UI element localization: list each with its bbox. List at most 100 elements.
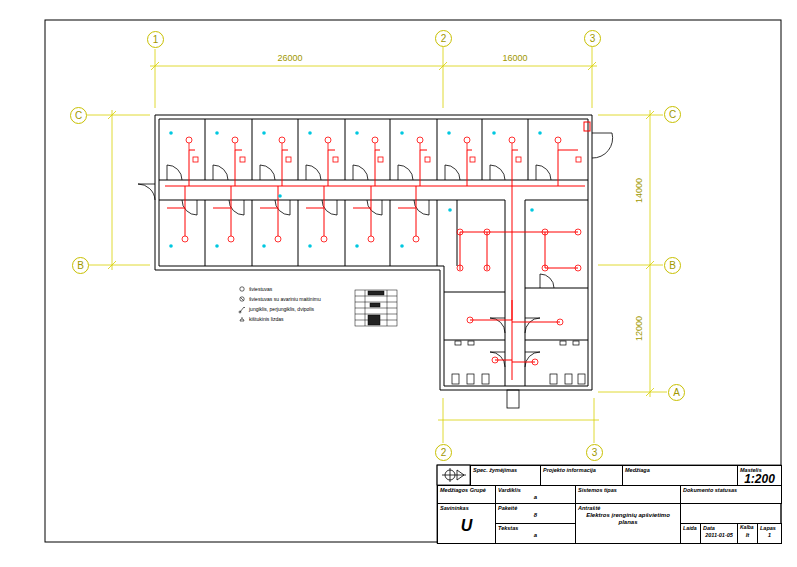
partition-wall [205,119,206,180]
field-value: 8 [496,512,575,519]
wire [306,186,324,208]
sanitary-fixtures [452,341,585,384]
wiring [165,122,590,380]
wire [324,208,325,236]
smoke-detector [169,131,173,135]
switch-symbol [516,157,521,162]
title-block-cell: Vardiklisa [495,485,576,504]
field-heading: Lapas [758,524,781,531]
partition-wall [482,119,483,180]
dimension-text: 14000 [636,176,645,203]
field-value: Elektros įrenginių apšvietimo planas [576,512,680,525]
grid-bubble: 1 [147,31,164,48]
partition-wall [437,200,438,266]
smoke-detector [262,244,266,248]
grid-bubble: 3 [586,444,603,461]
light-symbol [368,236,374,242]
title-block-cell: SavininkasU [437,503,496,544]
wire [278,208,279,236]
switch-symbol [333,157,338,162]
partition-wall [205,200,206,266]
title-block-cell: Data2011-01-05 [700,523,738,544]
dimension-text: 16000 [501,54,528,63]
grid-bubble: 2 [435,444,452,461]
partition-wall [298,119,299,180]
grid-label: B [77,261,84,271]
smoke-detector [215,244,219,248]
switch-symbol [425,157,430,162]
light-symbol [275,236,281,242]
installation-symbols [167,119,581,266]
title-block-cell: Medžiagos Grupė [437,485,496,504]
switch-symbol [193,157,198,162]
wire [371,208,372,236]
smoke-detector [169,244,173,248]
partition-wall [437,119,438,180]
sheet-frame [45,20,781,542]
light-symbol [464,137,470,143]
field-heading: Dokumento statusas [681,486,781,493]
title-block-cell: Mastelis1:200 [737,465,782,486]
grid-bubble: B [664,257,681,274]
door-swing [353,165,368,180]
partition-wall [390,200,391,266]
wire [512,143,513,150]
wire [328,150,335,186]
wire [231,208,232,236]
wire [467,150,472,186]
title-block-cell: Projekto informacija [540,465,623,486]
field-heading: Spec. žymėjimas [471,466,540,473]
field-heading: Vardiklis [496,486,575,493]
wire [375,143,376,150]
grid-bubble: C [70,107,87,124]
title-block-cell: Pakeitė8 [495,503,576,524]
smoke-detector [308,131,312,135]
smoke-detector [530,208,534,212]
wire [328,143,329,150]
field-heading: Medžiagos Grupė [438,486,495,493]
light-symbol [186,137,192,143]
wire [353,186,371,208]
grid-label: C [75,111,82,121]
field-heading: Medžiaga [623,466,737,473]
partition-wall [345,200,346,266]
grid-label: 3 [592,448,598,458]
grid-label: 2 [441,34,447,44]
door-swing [306,165,321,180]
grid-label: 1 [153,35,159,45]
partition-wall [252,200,253,266]
light-symbol [417,137,423,143]
field-heading: Kalba [738,524,757,531]
light-symbol [279,137,285,143]
wire [282,143,283,150]
door-swing [260,165,275,180]
light-symbol [555,137,561,143]
smoke-detector [278,194,282,198]
smoke-detector [400,131,404,135]
light-symbol [325,137,331,143]
wire [189,150,195,186]
field-value: 2011-01-05 [701,532,737,538]
door-swing [213,165,228,180]
door-swing [445,165,460,180]
field-value: a [496,494,575,501]
switch-symbol [286,157,291,162]
title-logo [437,465,781,543]
light-symbols [457,229,581,365]
title-block-cell: Tekstasa [495,523,576,544]
legend-symbols [239,287,245,321]
wire [235,150,242,186]
smoke-detector [215,131,219,135]
walls [155,115,592,390]
wire [260,186,278,208]
field-heading: Mastelis [738,466,781,473]
grid-label: A [673,388,680,398]
field-heading: Sistemos tipas [576,486,680,493]
title-block-cell: AntraštėElektros įrenginių apšvietimo pl… [575,503,681,544]
wire [282,150,288,186]
wire [375,150,380,186]
grid-bubble: B [72,257,89,274]
wire [189,143,190,150]
switch-symbol [378,157,383,162]
door-swing [536,165,551,180]
